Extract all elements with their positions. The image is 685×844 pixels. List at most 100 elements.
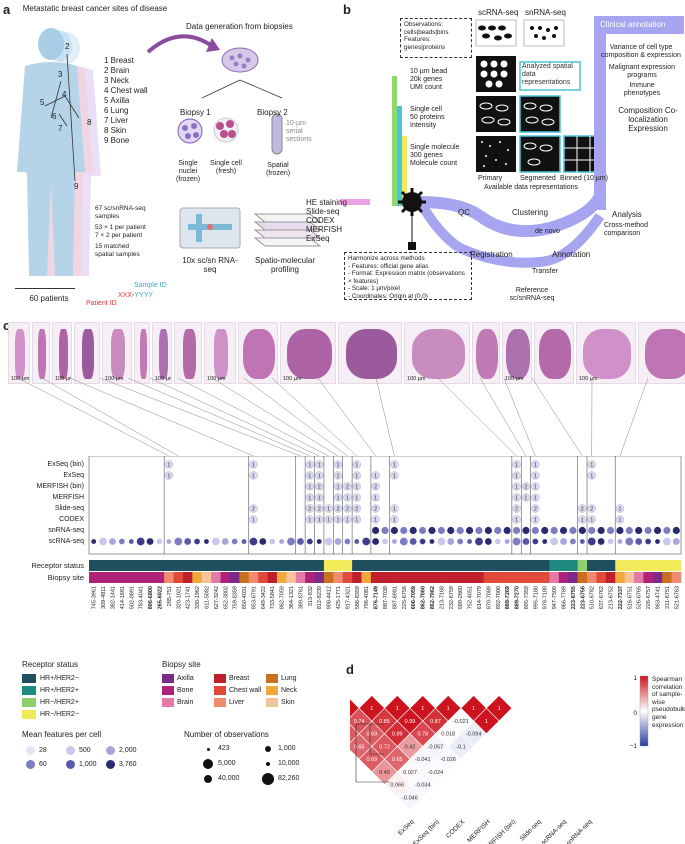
sample-id-label: 382-1441	[110, 586, 116, 609]
scrna-dot	[362, 537, 371, 546]
assay-count: 1	[524, 496, 527, 502]
heatmap-value: -0.1	[456, 744, 465, 750]
receptor-cell	[267, 560, 278, 571]
denovo-label: de novo	[535, 228, 560, 235]
heatmap-value: 0.69	[366, 757, 377, 763]
heatmap-value: 0.45	[379, 770, 390, 776]
snrna-dot	[588, 526, 596, 535]
snrna-dot	[625, 526, 633, 535]
scrna-dot	[587, 537, 596, 546]
sample-id-label: 853-6791	[251, 586, 257, 609]
receptor-legend-label: HR−/HER2−	[40, 711, 79, 718]
biopsy-cell	[408, 572, 419, 583]
receptor-cell	[211, 560, 221, 571]
assay-count: 2	[336, 507, 339, 513]
tissue-section	[645, 329, 685, 379]
samples-line: 15 matched	[95, 243, 129, 250]
sample-id-label: 614-7079	[477, 586, 483, 609]
scrna-dot	[663, 537, 671, 546]
biopsy-cell	[314, 572, 325, 583]
heatmap-value: 0.89	[392, 732, 403, 738]
scrna-dot	[625, 537, 634, 546]
sample-id-label: 521-6763	[674, 586, 680, 609]
heatmap-axis-label: ExSeq (bin)	[412, 818, 441, 844]
receptor-cell	[502, 560, 513, 571]
histology-image: 100 µm	[404, 322, 470, 384]
assay-count: 1	[336, 496, 339, 502]
tier3-line: Molecule count	[410, 160, 458, 167]
receptor-cell	[220, 560, 231, 571]
assay-count: 1	[336, 485, 339, 491]
scrna-dot	[532, 538, 539, 545]
mean-legend-label: 2,000	[119, 747, 137, 754]
heatmap-axis-label: ExSeq	[397, 818, 416, 837]
assay-count: 2	[318, 485, 321, 491]
heatmap-value: 0.027	[403, 770, 417, 776]
tissue-section	[287, 329, 332, 379]
heatmap-axis-label: MERFISH	[466, 818, 492, 844]
analysis-label: Analysis	[612, 210, 642, 219]
scrna-dot	[467, 539, 472, 544]
scrna-dot	[211, 537, 220, 546]
snrna-dot	[559, 526, 568, 535]
scale-label: 100 µm	[155, 376, 172, 382]
biopsy-cell	[239, 572, 250, 583]
biopsy-legend-label: Brain	[177, 699, 194, 706]
scrna-dot	[579, 539, 585, 544]
assay-count: 2	[308, 507, 311, 513]
biopsy-cell	[229, 572, 240, 583]
histology-image	[238, 322, 278, 384]
scrna-dot	[99, 537, 107, 546]
snrna-dot	[512, 526, 521, 535]
assay-mark	[333, 504, 343, 513]
assay-count: 1	[167, 463, 170, 469]
tissue-section	[183, 329, 196, 379]
sample-id-label: 812-8239	[317, 586, 323, 609]
assay-mark	[390, 515, 399, 524]
assay-count: 2	[374, 485, 377, 491]
receptor-swatch	[22, 710, 36, 719]
heatmap-value: 0.65	[392, 757, 403, 763]
assay-count: 1	[515, 518, 518, 524]
histology-image: 100 µm	[8, 322, 30, 384]
qc-label: QC	[458, 208, 470, 217]
matrix-frame	[88, 456, 682, 555]
histology-image	[74, 322, 100, 384]
observation-legend-label: 10,000	[278, 760, 300, 767]
snrna-dot	[447, 526, 455, 535]
observation-legend-label: 82,260	[278, 775, 300, 782]
assay-mark	[343, 515, 352, 524]
connector-line	[177, 378, 329, 457]
receptor-cell	[652, 560, 663, 571]
biopsy-cell	[530, 572, 541, 583]
assay-count: 1	[318, 496, 321, 502]
colorbar-title: Spearman correlation of sample-wise pseu…	[652, 676, 685, 729]
assay-count: 1	[318, 474, 321, 480]
assay-count: 1	[374, 518, 377, 524]
assay-mark	[615, 504, 625, 513]
biopsy-cell	[605, 572, 616, 583]
biopsy-cell	[182, 572, 193, 583]
scrna-dot	[109, 538, 116, 545]
scrna-dot	[399, 537, 408, 546]
sample-id-label: 265-6022	[157, 586, 163, 609]
heatmap-value: 0.42	[405, 744, 416, 750]
snrna-dot	[672, 526, 680, 535]
biopsy-cell	[427, 572, 437, 583]
sample-id-label: 895-7359	[524, 586, 530, 609]
annotation-label: Annotation	[552, 250, 591, 259]
snrna-dot	[635, 526, 643, 535]
heatmap-value: 1	[498, 706, 501, 712]
rep-segmented: Segmented	[520, 175, 556, 182]
biopsy-cell	[596, 572, 607, 583]
receptor-cell	[558, 560, 569, 571]
assay-count: 1	[346, 518, 349, 524]
receptor-cell	[154, 560, 165, 571]
sample-id-label: 862-7059	[280, 586, 286, 609]
assay-mark	[343, 482, 352, 491]
receptor-cell	[98, 560, 109, 571]
biopsy-swatch	[266, 698, 278, 707]
sample-id-label: 226-6757	[646, 586, 652, 609]
